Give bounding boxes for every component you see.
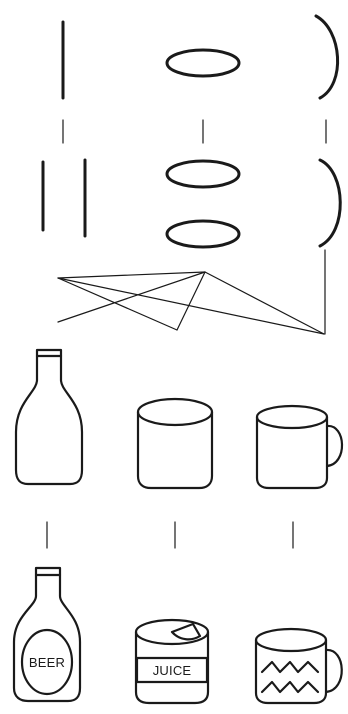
mug-wave-top: [262, 662, 318, 672]
top-row: [63, 16, 338, 98]
bottom-connector-ticks: [47, 522, 293, 548]
top-ellipse: [167, 50, 239, 76]
plain-cup: [138, 399, 212, 488]
crossing-lines: [58, 250, 325, 334]
juice-label-text: JUICE: [153, 663, 192, 678]
mug-wave-bottom: [262, 682, 318, 692]
top-right-paren: [316, 16, 338, 98]
beer-label-text: BEER: [29, 655, 65, 670]
top-connector-ticks: [63, 120, 326, 143]
juice-can: JUICE: [136, 620, 208, 703]
decorated-mug: [256, 629, 342, 703]
plain-mug: [257, 406, 342, 488]
double-ellipse-bottom: [167, 221, 239, 247]
double-ellipse-top: [167, 161, 239, 187]
plain-bottle: [16, 350, 82, 484]
second-right-paren: [320, 160, 340, 246]
labeled-containers-row: BEER JUICE: [14, 568, 342, 703]
second-row: [43, 160, 340, 247]
cross-line-2: [58, 272, 205, 278]
cross-line-3: [58, 272, 205, 322]
beer-bottle: BEER: [14, 568, 80, 701]
cross-line-5: [205, 272, 324, 334]
cross-line-1: [58, 278, 177, 330]
cross-line-6: [58, 278, 324, 334]
plain-containers-row: [16, 350, 342, 488]
